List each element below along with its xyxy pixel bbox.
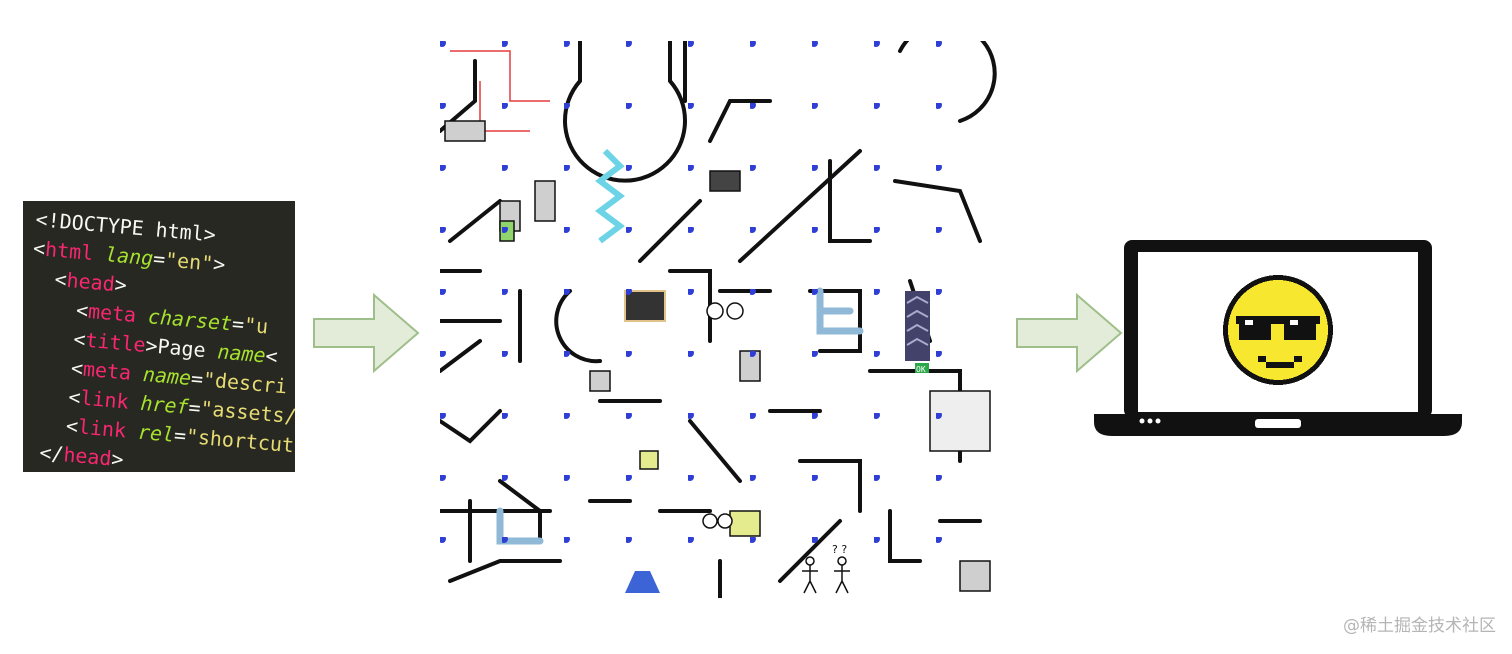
- code-token: html: [44, 236, 95, 266]
- code-token: <!: [34, 206, 61, 234]
- right-arrow-icon: [1016, 293, 1123, 373]
- code-token: >: [202, 221, 217, 247]
- code-token: >: [110, 446, 125, 472]
- code-token: <: [23, 380, 82, 410]
- code-token: link: [79, 385, 130, 414]
- code-token: "shortcut: [185, 423, 295, 458]
- code-token: <: [24, 322, 87, 352]
- code-token: "descri: [202, 367, 289, 399]
- code-token: name: [216, 339, 267, 368]
- code-token: "u: [243, 312, 270, 339]
- code-token: name: [130, 360, 193, 391]
- sunglasses-smiley-icon: [1223, 275, 1333, 385]
- code-token: Page: [156, 334, 219, 364]
- code-token: >: [212, 251, 227, 277]
- connection-dots: [440, 41, 997, 598]
- html-code-text: <!DOCTYPE html><html lang="en"> <head> <…: [23, 205, 295, 472]
- code-token: href: [127, 389, 190, 419]
- code-token: head: [62, 442, 113, 471]
- code-token: </: [38, 440, 65, 467]
- code-token: title: [84, 327, 147, 357]
- code-token: <: [23, 409, 80, 439]
- code-token: "en": [164, 247, 215, 276]
- code-token: <: [29, 264, 68, 292]
- right-arrow-icon: [313, 293, 420, 373]
- code-token: meta: [87, 298, 138, 328]
- code-token: lang: [92, 241, 155, 271]
- code-token: rel: [125, 418, 176, 447]
- laptop-icon: [1094, 240, 1462, 436]
- code-token: >: [113, 272, 128, 298]
- code-token: head: [65, 267, 116, 297]
- code-token: <: [27, 293, 90, 323]
- code-token: <: [23, 351, 85, 381]
- code-token: <: [264, 343, 279, 369]
- watermark: @稀土掘金技术社区: [1343, 616, 1496, 636]
- rube-goldberg-machine-diagram: OK ? ?: [440, 41, 997, 598]
- code-token: link: [77, 414, 128, 443]
- code-token: meta: [82, 356, 133, 385]
- html-code-panel: <!DOCTYPE html><html lang="en"> <head> <…: [23, 201, 295, 472]
